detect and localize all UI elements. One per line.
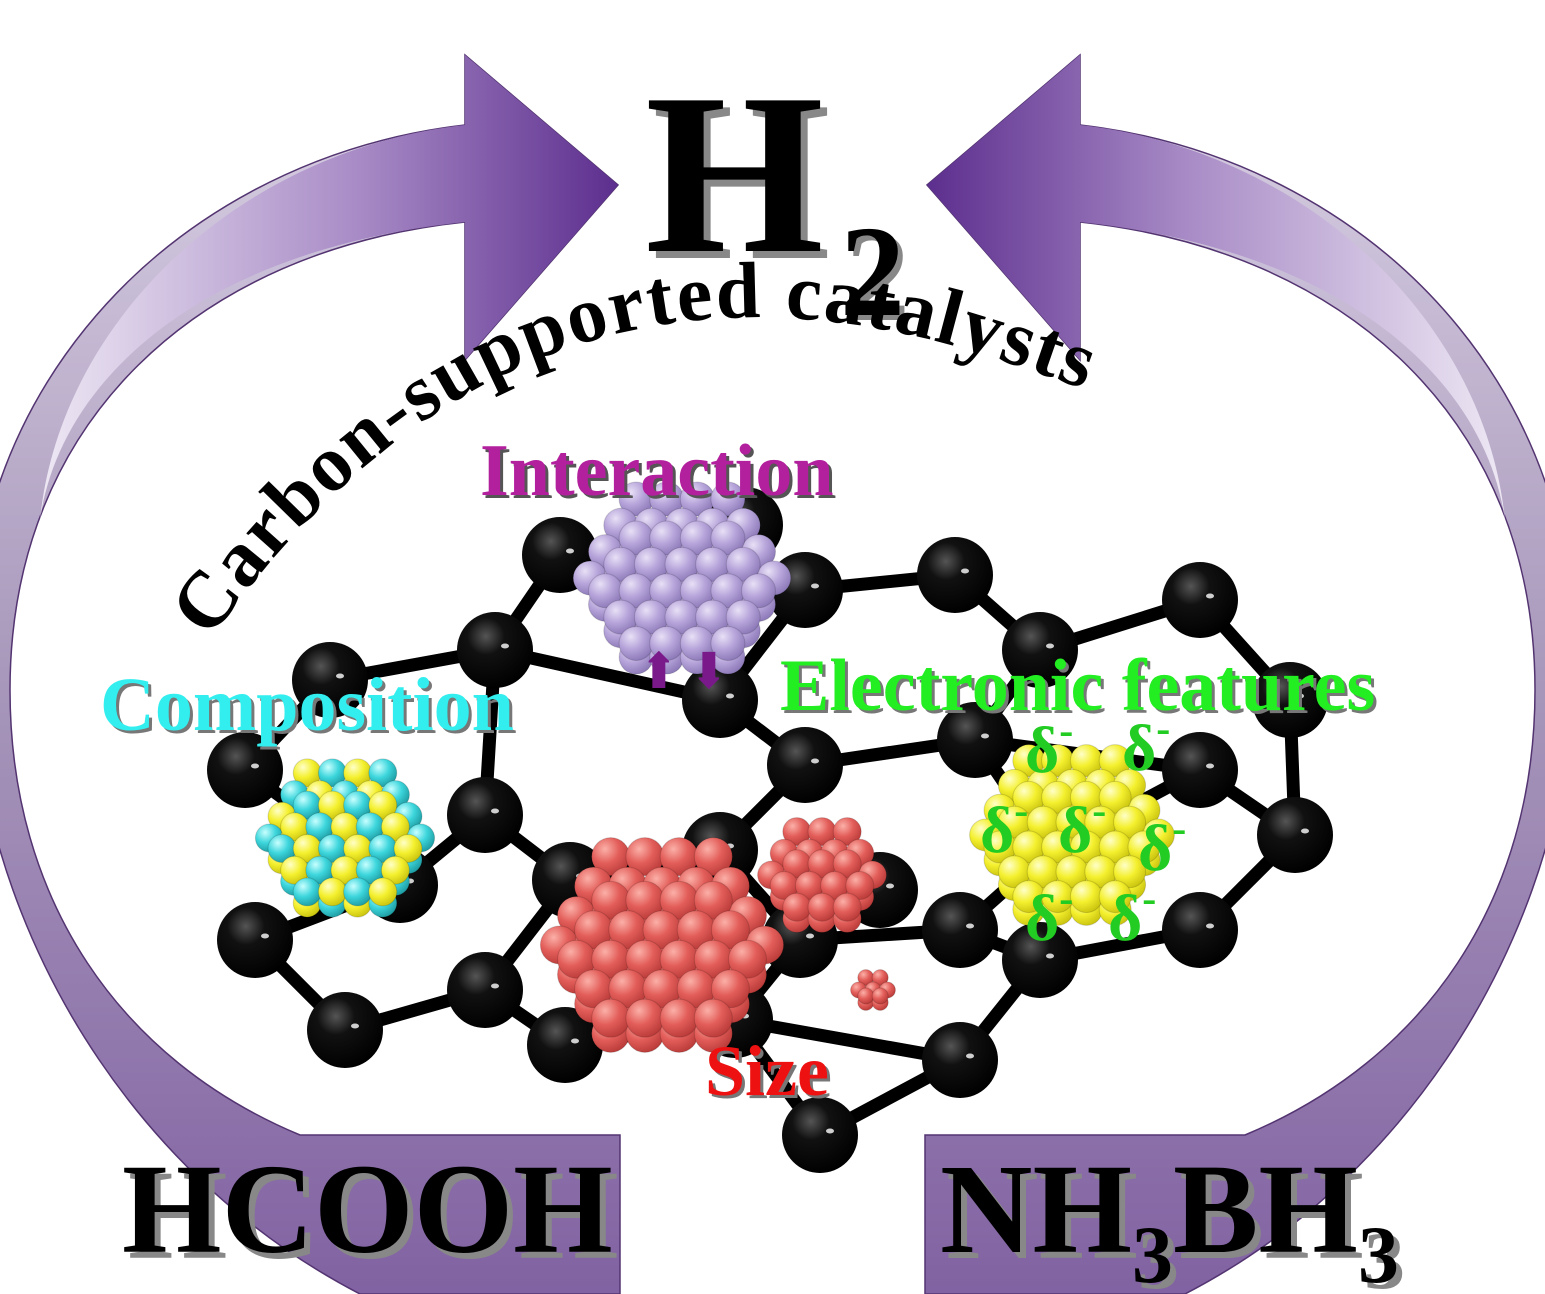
partial-charge-symbol: δ- [1138,806,1186,885]
down-arrow-icon: ⬇ [688,643,730,699]
medium-red-cluster [757,817,887,933]
carbon-atom [917,537,993,613]
product-main: H [645,46,824,301]
reactant-right-text: NH3BH3 [940,1138,1399,1294]
reactant-left-shadow: HCOOH [128,1144,619,1286]
reactant-left: HCOOH HCOOH [122,1138,619,1286]
bimetallic-cluster [254,758,436,918]
partial-charge-symbol: δ- [1025,708,1073,787]
carbon-atom [1162,732,1238,808]
size-label-shadow: Size [708,1034,832,1114]
carbon-atom [1257,797,1333,873]
carbon-atom [217,902,293,978]
right-cycle-arrow [924,53,1545,1294]
yellow-cluster [969,744,1175,926]
purple-cluster [572,481,792,675]
reactant-left-text: HCOOH [122,1138,613,1280]
carbon-atom [937,702,1013,778]
composition-label: Composition [100,663,514,747]
electronic-label-shadow: Electronic features [783,648,1378,730]
carbon-atom [447,777,523,853]
reactant-right: NH3BH3 NH3BH3 [940,1138,1405,1294]
large-red-cluster [539,837,785,1053]
electronic-label: Electronic features [780,645,1375,727]
product-subscript-shadow: 2 [845,205,910,349]
carbon-atom [1002,612,1078,688]
left-cycle-arrow [0,53,621,1294]
product-label: H H 2 2 [645,46,910,349]
small-red-cluster [850,969,896,1011]
carbon-atom [922,1022,998,1098]
carbon-atom [1162,892,1238,968]
carbon-atom [1002,922,1078,998]
carbon-atom [457,612,533,688]
carbon-atom [447,952,523,1028]
carbon-atom [682,662,758,738]
partial-charge-symbol: δ- [1122,706,1170,785]
carbon-atom [292,642,368,718]
carbon-atom [1162,562,1238,638]
up-arrow-icon: ⬆ [638,643,680,699]
carbon-atom [782,1097,858,1173]
carbon-atom [1252,662,1328,738]
carbon-atom [207,732,283,808]
carbon-atom [922,892,998,968]
size-label: Size [705,1031,829,1111]
carbon-atom [307,992,383,1068]
carbon-atom [527,1007,603,1083]
interaction-label: Interaction [480,430,834,512]
product-subscript: 2 [840,200,905,344]
composition-label-shadow: Composition [103,666,517,750]
partial-charge-symbol: δ- [1108,876,1156,955]
nanoparticle-clusters [254,481,1175,1053]
partial-charges: δ-δ-δ-δ-δ-δ-δ- [980,706,1186,955]
partial-charge-symbol: δ- [1058,788,1106,867]
reactant-right-shadow: NH3BH3 [946,1144,1405,1294]
product-main-shadow: H [652,53,831,308]
interaction-arrows: ⬆ ⬇ [638,643,730,699]
carbon-atom [767,727,843,803]
partial-charge-symbol: δ- [980,788,1028,867]
interaction-label-shadow: Interaction [483,433,837,515]
partial-charge-symbol: δ- [1025,876,1073,955]
